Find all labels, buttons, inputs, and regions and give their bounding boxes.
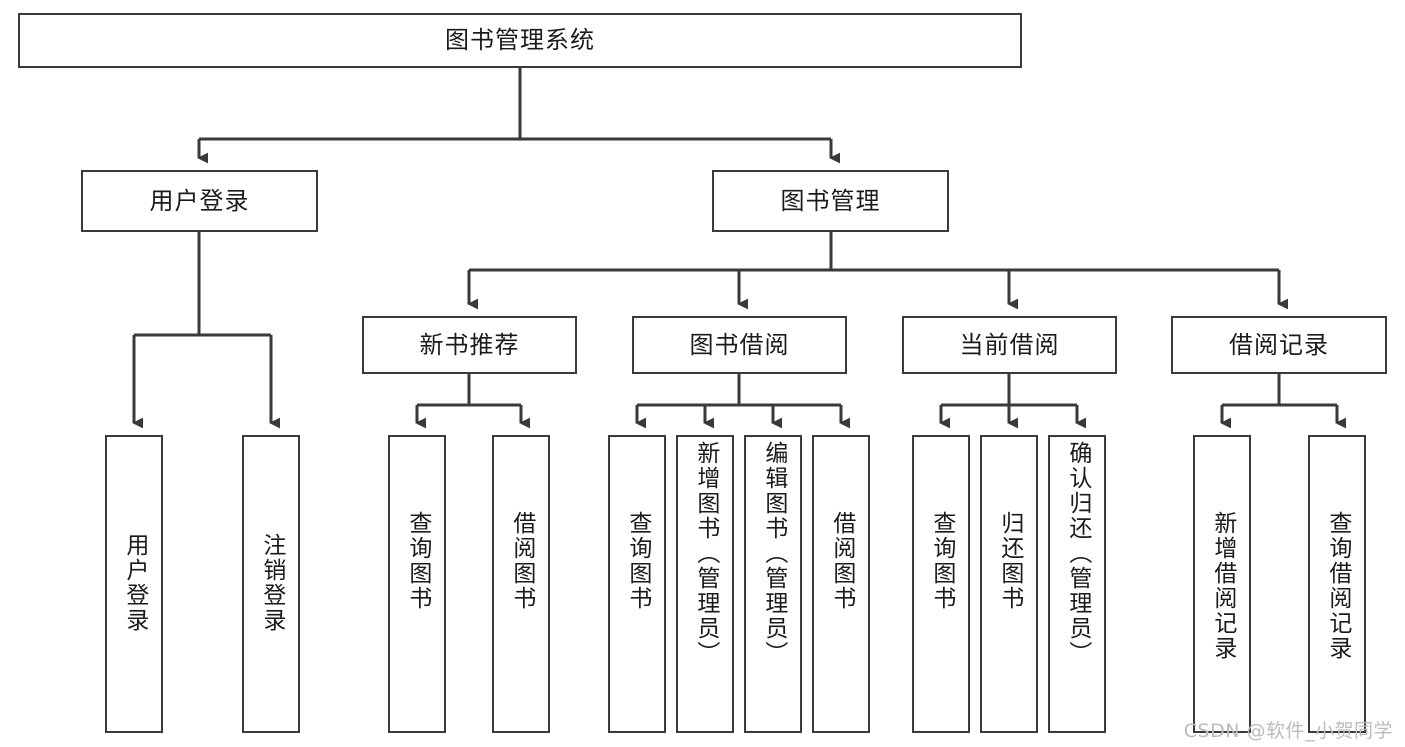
node-new-book-rec-label: 新书推荐 [419, 330, 520, 359]
node-leaf-borrow-book-2[interactable]: 借阅图书 [812, 435, 870, 733]
node-leaf-query-record-label: 查询借阅记录 [1324, 511, 1351, 661]
node-book-borrow-label: 图书借阅 [689, 330, 790, 359]
csdn-watermark: CSDN @软件_小贺同学 [1183, 720, 1393, 742]
node-leaf-confirm-return[interactable]: 确认归还（管理员） [1048, 435, 1106, 733]
node-user-login[interactable]: 用户登录 [81, 170, 318, 232]
node-leaf-query-book-1[interactable]: 查询图书 [388, 435, 446, 733]
node-leaf-add-book[interactable]: 新增图书（管理员） [676, 435, 734, 733]
node-leaf-add-record[interactable]: 新增借阅记录 [1193, 435, 1251, 733]
node-leaf-user-logout-label: 注销登录 [258, 533, 285, 633]
node-leaf-query-book-1-label: 查询图书 [404, 511, 431, 611]
node-leaf-user-logout[interactable]: 注销登录 [242, 435, 300, 733]
node-leaf-query-book-2-label: 查询图书 [624, 511, 651, 611]
node-leaf-edit-book[interactable]: 编辑图书（管理员） [744, 435, 802, 733]
node-leaf-borrow-book-1-label: 借阅图书 [508, 511, 535, 611]
node-leaf-borrow-book-1[interactable]: 借阅图书 [492, 435, 550, 733]
node-book-manage-label: 图书管理 [780, 186, 881, 215]
node-leaf-add-book-label: 新增图书（管理员） [692, 441, 719, 666]
node-current-borrow[interactable]: 当前借阅 [902, 316, 1117, 374]
node-leaf-user-login-label: 用户登录 [121, 533, 148, 633]
node-book-borrow[interactable]: 图书借阅 [632, 316, 847, 374]
node-leaf-query-book-3[interactable]: 查询图书 [912, 435, 970, 733]
node-new-book-rec[interactable]: 新书推荐 [362, 316, 577, 374]
node-leaf-add-record-label: 新增借阅记录 [1209, 511, 1236, 661]
node-user-login-label: 用户登录 [149, 186, 250, 215]
node-borrow-record-label: 借阅记录 [1229, 330, 1329, 359]
node-root[interactable]: 图书管理系统 [18, 13, 1022, 68]
node-leaf-confirm-return-label: 确认归还（管理员） [1064, 441, 1091, 666]
node-borrow-record[interactable]: 借阅记录 [1171, 316, 1387, 374]
node-leaf-borrow-book-2-label: 借阅图书 [828, 511, 855, 611]
node-leaf-return-book[interactable]: 归还图书 [980, 435, 1038, 733]
node-root-label: 图书管理系统 [445, 26, 595, 55]
node-leaf-user-login[interactable]: 用户登录 [105, 435, 163, 733]
node-leaf-edit-book-label: 编辑图书（管理员） [760, 441, 787, 666]
node-leaf-query-book-2[interactable]: 查询图书 [608, 435, 666, 733]
node-leaf-return-book-label: 归还图书 [996, 511, 1023, 611]
node-leaf-query-record[interactable]: 查询借阅记录 [1308, 435, 1366, 733]
node-leaf-query-book-3-label: 查询图书 [928, 511, 955, 611]
node-book-manage[interactable]: 图书管理 [712, 170, 949, 232]
node-current-borrow-label: 当前借阅 [959, 330, 1060, 359]
